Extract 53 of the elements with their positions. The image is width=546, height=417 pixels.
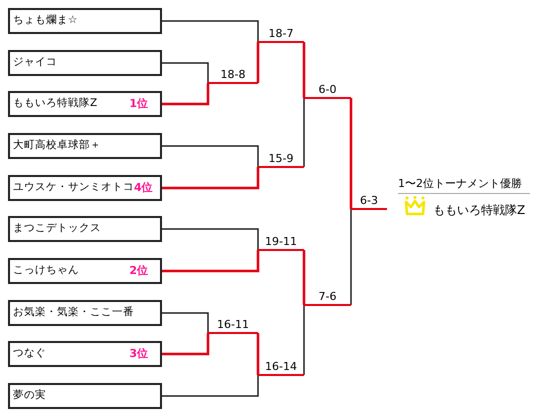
rank-label: 1位	[129, 96, 148, 112]
score-label: 19-11	[258, 234, 304, 251]
bracket-line	[162, 20, 259, 42]
team-box	[8, 341, 162, 367]
champion-heading: 1〜2位トーナメント優勝	[398, 176, 530, 194]
bracket-line	[162, 333, 210, 356]
bracket-line	[350, 209, 352, 306]
team-box	[8, 50, 162, 76]
score-label: 16-11	[208, 317, 258, 334]
team-name: つなぐ	[13, 346, 46, 362]
rank-label: 3位	[129, 346, 148, 362]
bracket-line	[350, 96, 352, 209]
score-label: 7-6	[304, 289, 351, 306]
team-box	[8, 258, 162, 284]
team-name: ももいろ特戦隊Z	[13, 96, 98, 112]
team-box	[8, 175, 162, 201]
team-box	[8, 91, 162, 117]
bracket-line	[162, 83, 210, 106]
team-box	[8, 8, 162, 34]
team-name: こっけちゃん	[13, 263, 79, 278]
bracket-line	[256, 332, 260, 375]
team-box	[8, 383, 162, 409]
score-label: 6-0	[304, 82, 351, 99]
bracket-line	[162, 167, 260, 190]
rank-label: 4位	[134, 180, 153, 196]
bracket-line	[303, 305, 305, 376]
team-name: ちょも爛ま☆	[13, 13, 78, 28]
bracket-line	[162, 228, 259, 250]
team-box	[8, 300, 162, 326]
bracket-line	[162, 145, 259, 167]
bracket-line	[162, 62, 209, 83]
score-label: 18-7	[258, 26, 304, 43]
score-label: 18-8	[208, 67, 258, 84]
bracket-line	[162, 312, 209, 333]
bracket-line	[302, 248, 306, 305]
score-label: 15-9	[258, 151, 304, 168]
bracket-line	[162, 250, 260, 272]
team-name: 夢の実	[13, 388, 46, 404]
score-label: 16-14	[258, 359, 304, 376]
team-name: まつこデトックス	[13, 221, 101, 236]
champion-name: ももいろ特戦隊Z	[433, 202, 526, 219]
bracket-line	[162, 375, 259, 397]
team-name: ユウスケ・サンミオトコ	[13, 180, 134, 196]
bracket-line	[302, 40, 306, 98]
score-label: 6-3	[351, 193, 387, 210]
bracket-line	[303, 98, 305, 168]
team-name: 大町高校卓球部＋	[13, 138, 101, 154]
bracket-line	[256, 42, 260, 84]
rank-label: 2位	[129, 262, 148, 279]
team-box	[8, 133, 162, 159]
team-name: お気楽・気楽・ここ一番	[13, 305, 134, 320]
team-box	[8, 216, 162, 242]
team-name: ジャイコ	[13, 55, 57, 70]
